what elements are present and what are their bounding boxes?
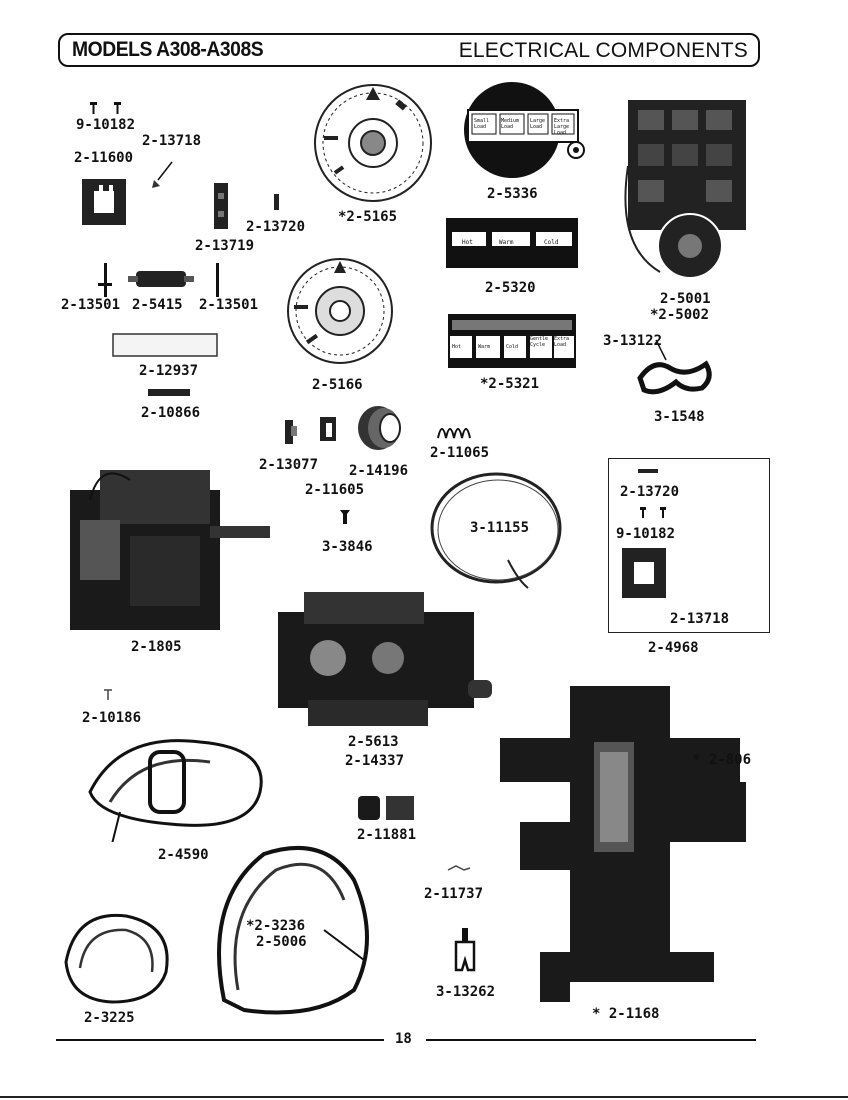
part-2-5002: *2-5002: [650, 307, 710, 323]
screw-image: [340, 510, 350, 524]
terminal-clip-image: [454, 928, 476, 972]
footer-rule-left: [56, 1039, 384, 1041]
page-header: MODELS A308-A308S ELECTRICAL COMPONENTS: [58, 33, 760, 67]
part-2-5415: 2-5415: [132, 297, 183, 313]
clamp-image: [637, 339, 712, 395]
part-2-4968: 2-4968: [648, 640, 699, 656]
s5321-label-4: Gentle Cycle: [530, 336, 549, 348]
s5336-label-3: Large Load: [530, 118, 546, 130]
part-2-11881: 2-11881: [357, 827, 417, 843]
part-2-3225: 2-3225: [84, 1010, 135, 1026]
part-2-5166: 2-5166: [312, 377, 363, 393]
timer-image: [624, 100, 746, 279]
part-2-13718: 2-13718: [142, 133, 202, 149]
s5320-label-1: Hot: [462, 239, 473, 246]
terminal-image: [285, 420, 297, 444]
s5321-label-5: Extra Load: [554, 336, 570, 348]
part-2-3236: *2-3236: [246, 918, 306, 934]
part-3-3846: 3-3846: [322, 539, 373, 555]
part-2-1168: * 2-1168: [592, 1006, 660, 1022]
s5321-label-2: Warm: [478, 344, 491, 350]
part-2-12937: 2-12937: [139, 363, 199, 379]
kit-box: [608, 458, 770, 633]
part-9-10182: 9-10182: [76, 117, 136, 133]
s5320-label-2: Warm: [499, 239, 514, 246]
part-2-11605: 2-11605: [305, 482, 365, 498]
part-2-13501-right: 2-13501: [199, 297, 259, 313]
kit-bracket-image: [622, 548, 666, 598]
motor-image: [70, 470, 270, 630]
kit-pin-image: [638, 469, 658, 473]
bracket-image: [320, 417, 336, 441]
connector-switch-image: [98, 263, 219, 297]
footer-rule-right: [426, 1039, 756, 1041]
part-2-11600: 2-11600: [74, 150, 134, 166]
part-2-13501-left: 2-13501: [61, 297, 121, 313]
part-2-4590: 2-4590: [158, 847, 209, 863]
part-2-13720: 2-13720: [246, 219, 306, 235]
s5321-label-3: Cold: [506, 344, 519, 350]
part-2-5165: *2-5165: [338, 209, 398, 225]
section-title: ELECTRICAL COMPONENTS: [458, 39, 748, 62]
part-2-806: * 2-806: [692, 752, 752, 768]
kit-screws-image: [640, 507, 666, 518]
small-clip-image: [447, 865, 471, 871]
wiring-harness-image: [217, 846, 369, 1015]
part-2-11737: 2-11737: [424, 886, 484, 902]
part-2-10186: 2-10186: [82, 710, 142, 726]
screw-pair-image: [90, 102, 121, 114]
wire-bundle-image: [64, 913, 169, 1004]
part-2-5321: *2-5321: [480, 376, 540, 392]
dial-image: [287, 258, 393, 364]
pushbutton-switch-image: [446, 218, 578, 268]
part-2-11065: 2-11065: [430, 445, 490, 461]
part-2-5320: 2-5320: [485, 280, 536, 296]
clip-image: [152, 161, 173, 188]
drive-assembly-image: [278, 592, 492, 726]
belt-image: [430, 472, 562, 589]
knob-image: [358, 406, 401, 450]
part-3-1548: 3-1548: [654, 409, 705, 425]
s5336-label-2: Medium Load: [501, 118, 520, 130]
small-strip-image: [148, 389, 190, 396]
kit-part-9-10182: 9-10182: [616, 526, 676, 542]
small-screw-image: [104, 689, 112, 700]
rotary-switch-image: [464, 82, 585, 178]
kit-part-2-13718: 2-13718: [670, 611, 730, 627]
part-2-5613: 2-5613: [348, 734, 399, 750]
part-2-14196: 2-14196: [349, 463, 409, 479]
part-3-13122: 3-13122: [603, 333, 663, 349]
part-2-1805: 2-1805: [131, 639, 182, 655]
frame-assembly-image: [500, 686, 746, 1002]
spring-image: [437, 428, 471, 439]
s5321-label-1: Hot: [452, 344, 462, 350]
kit-part-2-13720: 2-13720: [620, 484, 680, 500]
s5320-label-3: Cold: [544, 239, 559, 246]
page-bottom-rule: [0, 1096, 848, 1098]
s5336-label-1: Small Load: [474, 118, 490, 130]
timer-dial-image: [314, 84, 432, 202]
switch-bracket-image: [82, 179, 126, 225]
insulator-strip-image: [112, 333, 218, 357]
part-2-13719: 2-13719: [195, 238, 255, 254]
page-number: 18: [395, 1031, 412, 1047]
switch-image: [214, 183, 228, 229]
small-pin-image: [274, 194, 279, 210]
wire-harness-image: [88, 739, 263, 842]
part-2-14337: 2-14337: [345, 753, 405, 769]
models-title: MODELS A308-A308S: [72, 38, 264, 61]
part-2-5001: 2-5001: [660, 291, 711, 307]
part-2-5006: 2-5006: [256, 934, 307, 950]
part-2-13077: 2-13077: [259, 457, 319, 473]
connector-image: [358, 796, 414, 820]
part-3-13262: 3-13262: [436, 984, 496, 1000]
part-2-10866: 2-10866: [141, 405, 201, 421]
part-2-5336: 2-5336: [487, 186, 538, 202]
part-3-11155: 3-11155: [470, 520, 530, 536]
s5336-label-4: Extra Large Load: [554, 118, 570, 136]
pushbutton-switch-2-image: [448, 314, 576, 368]
